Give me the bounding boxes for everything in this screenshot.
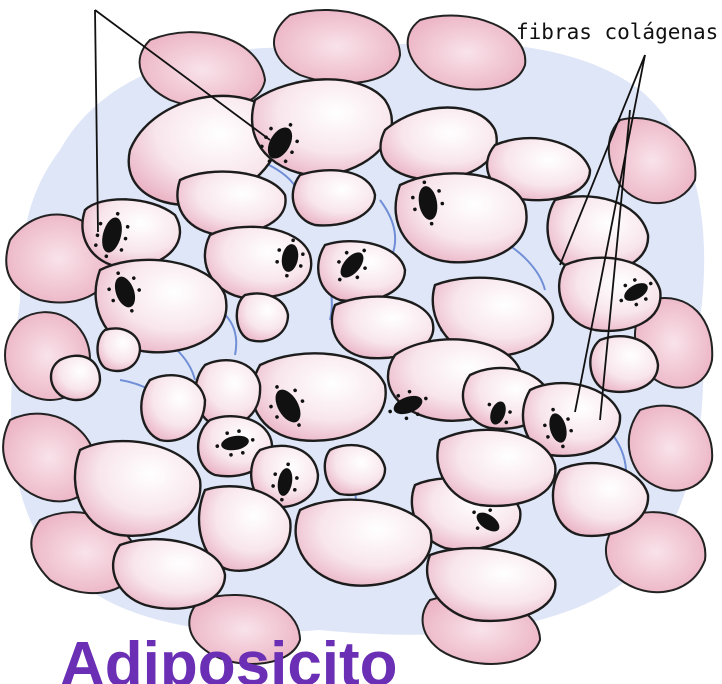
adipocyte [590, 336, 658, 392]
adipocyte [237, 294, 288, 342]
adipocyte [325, 445, 385, 495]
adipocyte [98, 328, 141, 371]
label-collagen-fibers: fibras colágenas [516, 20, 718, 44]
label-cell-top: — — — — — — [4, 0, 143, 10]
adipocyte [396, 173, 527, 262]
figure-caption: Adiposicito [60, 634, 398, 684]
adipocyte [51, 356, 100, 400]
adipocyte [177, 172, 285, 235]
adipocyte [252, 353, 386, 440]
